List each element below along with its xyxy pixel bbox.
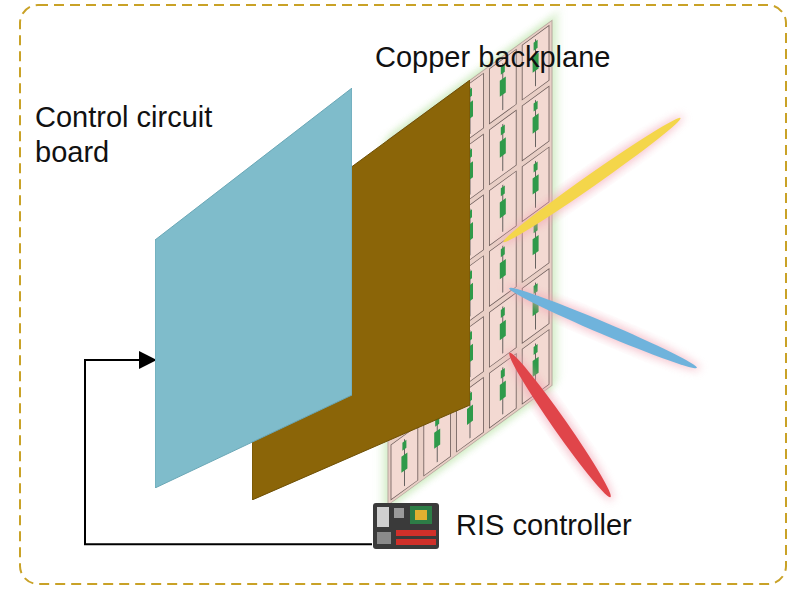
ris-controller: RIS controller — [372, 500, 632, 552]
controller-board-icon — [372, 500, 440, 552]
beams — [495, 108, 704, 506]
panel-shape — [155, 88, 352, 488]
dashed-frame — [20, 5, 786, 584]
control-circuit-board: Control circuit board — [155, 88, 352, 488]
node-label: RIS controller — [456, 508, 632, 543]
node-heading: Copper backplane — [375, 40, 610, 75]
node-heading: Control circuit board — [35, 100, 250, 171]
